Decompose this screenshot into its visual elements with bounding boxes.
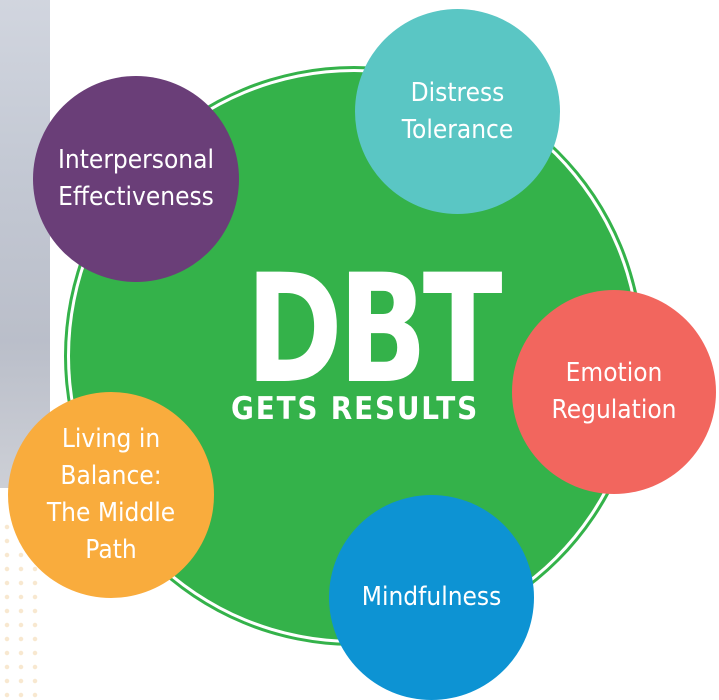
skill-circle-emotion-regulation: Emotion Regulation (512, 290, 716, 494)
skill-circle-mindfulness: Mindfulness (329, 495, 534, 700)
skill-label: Living in Balance: The Middle Path (46, 424, 176, 565)
skill-label: Distress Tolerance (401, 77, 514, 145)
skill-circle-interpersonal-effectiveness: Interpersonal Effectiveness (33, 76, 239, 282)
skill-label: Mindfulness (361, 582, 502, 612)
dbt-title: DBT (245, 243, 503, 417)
center-label: DBT GETS RESULTS (215, 243, 503, 427)
background-photo (0, 0, 50, 488)
skill-circle-living-in-balance: Living in Balance: The Middle Path (8, 392, 214, 598)
skill-circle-distress-tolerance: Distress Tolerance (355, 9, 560, 214)
dbt-subtitle: GETS RESULTS (231, 391, 479, 427)
skill-label: Interpersonal Effectiveness (58, 145, 214, 212)
skill-label: Emotion Regulation (551, 358, 677, 425)
